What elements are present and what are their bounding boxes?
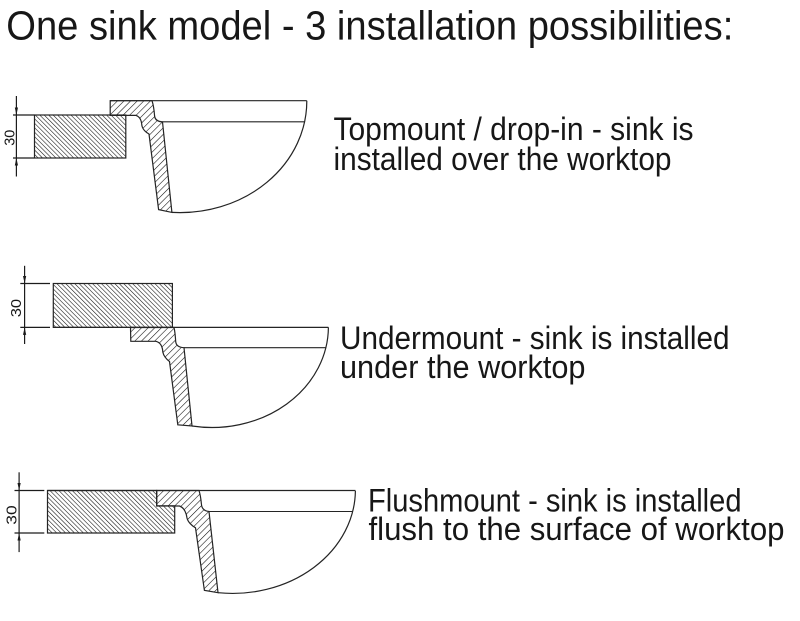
svg-text:Flushmount - sink is installed: Flushmount - sink is installed (368, 481, 742, 518)
svg-text:under the worktop: under the worktop (340, 348, 586, 385)
svg-text:30: 30 (1, 130, 18, 146)
svg-text:installed over the worktop: installed over the worktop (334, 140, 672, 177)
svg-text:30: 30 (8, 299, 25, 317)
svg-text:Undermount - sink is installed: Undermount - sink is installed (340, 319, 730, 356)
svg-text:Topmount / drop-in - sink is: Topmount / drop-in - sink is (334, 110, 694, 147)
svg-text:flush to the surface of workto: flush to the surface of worktop (369, 510, 785, 547)
svg-text:One sink model - 3 installatio: One sink model - 3 installation possibil… (6, 2, 733, 48)
svg-text:30: 30 (4, 505, 21, 524)
